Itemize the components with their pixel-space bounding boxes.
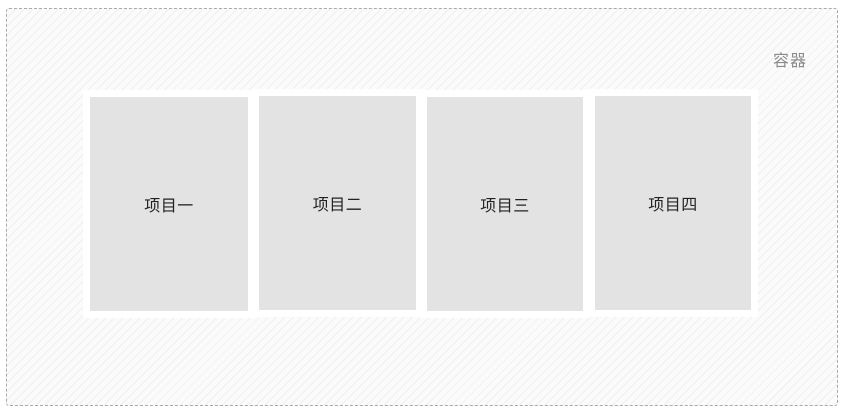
item-label: 项目一: [144, 196, 194, 215]
item-label: 项目二: [312, 195, 363, 214]
flex-item-2: 项目二: [258, 95, 417, 311]
item-label: 项目四: [648, 195, 698, 214]
item-label: 项目三: [480, 196, 530, 215]
container-label: 容器: [772, 51, 807, 70]
flex-item-1: 项目一: [89, 96, 249, 312]
flex-item-3: 项目三: [426, 96, 584, 312]
flex-item-4: 项目四: [594, 95, 752, 311]
